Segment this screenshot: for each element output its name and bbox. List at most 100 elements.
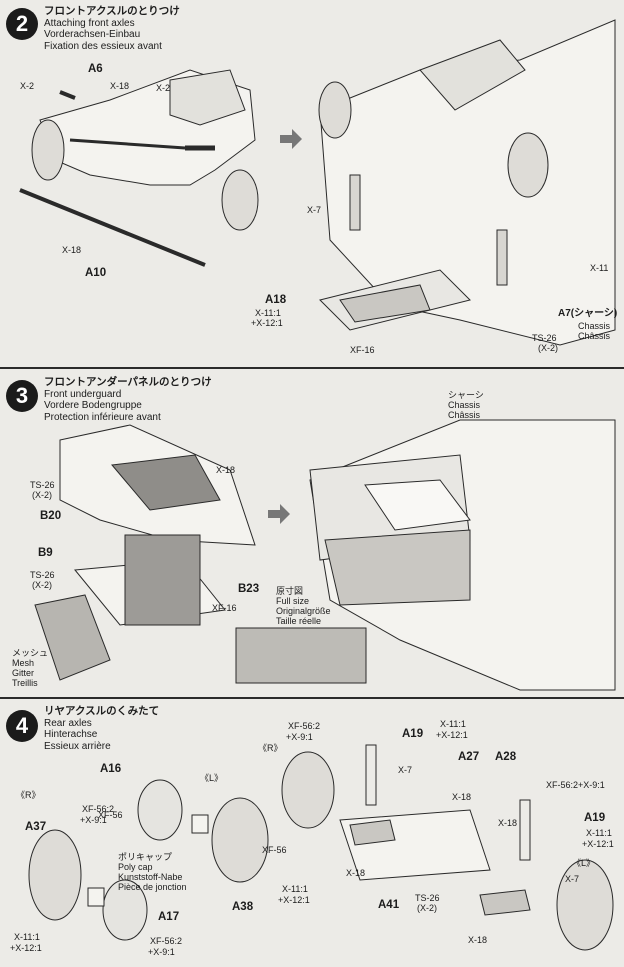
paint-mix-label: X-11:1 (255, 308, 281, 318)
paint-label: X-18 (468, 935, 488, 945)
side-label: 《R》 (258, 743, 283, 753)
polycap-label-en: Poly cap (118, 862, 153, 872)
paint-label: (X-2) (538, 343, 558, 353)
step-title-fr: Essieux arrière (44, 740, 111, 752)
step-title-de: Hinterachse (44, 729, 98, 740)
paint-label: X-18 (62, 245, 82, 255)
step-title-en: Rear axles (44, 717, 92, 729)
paint-mix-label: XF-56:2+X-9:1 (546, 780, 605, 790)
paint-label: TS-26 (30, 570, 55, 580)
mesh-label-jp: メッシュ (12, 648, 49, 658)
step-title-fr: Protection inférieure avant (44, 411, 161, 423)
paint-label: X-7 (398, 765, 413, 775)
step-title-de: Vorderachsen-Einbau (44, 29, 141, 40)
paint-label: X-11 (590, 263, 609, 273)
side-label: 《L》 (200, 773, 224, 783)
paint-mix-label: X-11:1 (14, 932, 40, 942)
paint-mix-label: XF-56:2 (82, 804, 115, 814)
part-label: A16 (100, 763, 122, 775)
chassis-label-fr: Châssis (448, 410, 481, 420)
paint-mix-label: +X-12:1 (582, 839, 614, 849)
paint-label: TS-26 (30, 480, 55, 490)
full-size-caption: 原寸図 Full size Originalgröße Taille réell… (276, 586, 331, 626)
paint-label: X-18 (216, 465, 236, 475)
poly-cap-caption: ポリキャップ Poly cap Kunststoff-Nabe Pièce de… (118, 852, 187, 892)
paint-label: X-2 (156, 83, 171, 93)
section-divider (0, 367, 624, 369)
paint-mix-label: +X-9:1 (286, 732, 313, 742)
paint-label: X-18 (452, 792, 472, 802)
chassis-caption: シャーシ Chassis Châssis (448, 390, 484, 420)
part-label: B20 (40, 510, 62, 522)
step-title-jp: フロントアンダーパネルのとりつけ (44, 376, 212, 388)
paint-mix-label: +X-9:1 (148, 947, 175, 957)
section-divider (0, 697, 624, 699)
paint-mix-label: +X-12:1 (436, 730, 468, 740)
step-heading: フロントアンダーパネルのとりつけ Front underguard Vorder… (44, 376, 212, 423)
paint-label: X-18 (110, 81, 130, 91)
part-label: A27 (458, 751, 480, 763)
step-heading: フロントアクスルのとりつけ Attaching front axles Vord… (44, 5, 180, 52)
step-number: 4 (6, 710, 38, 742)
part-label: A19 (584, 812, 606, 824)
fullsize-label-jp: 原寸図 (276, 586, 304, 596)
mesh-caption: メッシュ Mesh Gitter Treillis (12, 648, 48, 688)
step-heading: リヤアクスルのくみたて Rear axles Hinterachse Essie… (44, 705, 159, 752)
step-title-en: Attaching front axles (44, 17, 135, 29)
fullsize-label-fr: Taille réelle (276, 616, 322, 626)
paint-mix-label: XF-56:2 (288, 721, 321, 731)
part-label: B23 (238, 583, 260, 595)
part-label: A7(シャーシ) (558, 308, 618, 319)
part-label: A37 (25, 821, 47, 833)
part-label: A17 (158, 911, 180, 923)
paint-mix-label: +X-9:1 (80, 815, 107, 825)
paint-mix-label: X-11:1 (440, 719, 466, 729)
polycap-label-fr: Pièce de jonction (118, 882, 187, 892)
step-title-en: Front underguard (44, 388, 122, 400)
part-label: A10 (85, 267, 107, 279)
paint-label: XF-16 (212, 603, 237, 613)
paint-label: (X-2) (417, 903, 437, 913)
paint-label: XF-16 (350, 345, 375, 355)
paint-mix-label: +X-12:1 (278, 895, 310, 905)
polycap-label-de: Kunststoff-Nabe (118, 872, 183, 882)
paint-label: X-18 (498, 818, 518, 828)
fullsize-label-de: Originalgröße (276, 606, 331, 616)
side-label: 《L》 (572, 858, 596, 868)
chassis-label-jp: シャーシ (448, 390, 484, 400)
paint-mix-label: X-11:1 (282, 884, 308, 894)
paint-mix-label: XF-56:2 (150, 936, 183, 946)
paint-label: (X-2) (32, 580, 52, 590)
paint-label: X-18 (346, 868, 366, 878)
step-title-fr: Fixation des essieux avant (44, 40, 162, 52)
step-number: 3 (6, 380, 38, 412)
paint-label: X-7 (565, 874, 580, 884)
paint-label: TS-26 (532, 333, 557, 343)
paint-mix-label: +X-12:1 (10, 943, 42, 953)
mesh-label-en: Mesh (12, 658, 35, 668)
step-title-jp: フロントアクスルのとりつけ (44, 5, 180, 17)
chassis-label-de: Chassis (578, 321, 611, 331)
paint-mix-label: X-11:1 (586, 828, 612, 838)
part-label: A38 (232, 901, 254, 913)
side-label: 《R》 (16, 790, 41, 800)
chassis-label-de: Chassis (448, 400, 481, 410)
paint-label: TS-26 (415, 893, 440, 903)
mesh-label-fr: Treillis (12, 678, 38, 688)
fullsize-label-en: Full size (276, 596, 310, 606)
part-label: A19 (402, 728, 424, 740)
step-title-de: Vordere Bodengruppe (44, 400, 142, 411)
chassis-label-fr: Châssis (578, 331, 611, 341)
paint-label: (X-2) (32, 490, 52, 500)
part-label: A41 (378, 899, 400, 911)
mesh-label-de: Gitter (12, 668, 35, 678)
part-label: A18 (265, 294, 287, 306)
paint-label: XF-56 (262, 845, 287, 855)
paint-label: X-7 (307, 205, 322, 215)
part-label: A28 (495, 751, 517, 763)
paint-label: XF-56 (98, 810, 123, 820)
polycap-label-jp: ポリキャップ (118, 852, 173, 862)
paint-label: X-2 (20, 81, 35, 91)
part-label: A6 (88, 63, 103, 75)
